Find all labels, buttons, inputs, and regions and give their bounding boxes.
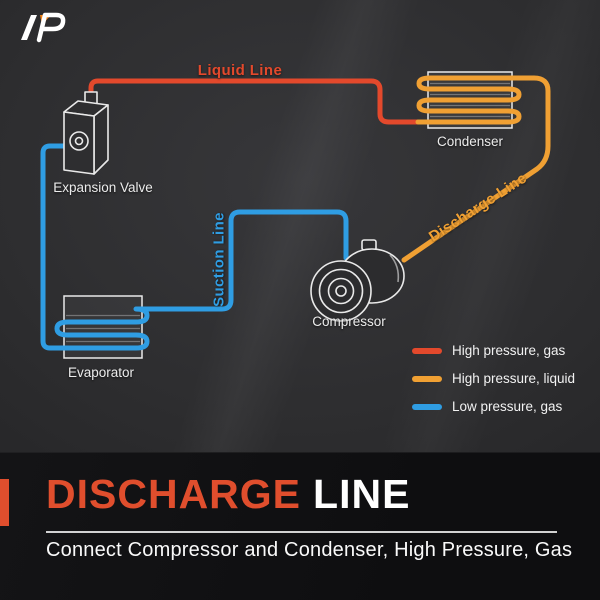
legend-label: High pressure, gas xyxy=(452,343,566,358)
suction-line-label: Suction Line xyxy=(210,212,228,307)
ac-system-diagram xyxy=(40,71,551,359)
legend-item-high-pressure-gas: High pressure, gas xyxy=(412,343,575,358)
compressor-label: Compressor xyxy=(312,314,386,329)
compressor-drawing xyxy=(310,239,405,322)
blue-line-swatch-icon xyxy=(412,403,442,410)
legend-item-low-pressure-gas: Low pressure, gas xyxy=(412,399,575,414)
page-title-rest: LINE xyxy=(313,471,411,517)
brand-logo-icon xyxy=(18,12,78,44)
accent-bar xyxy=(0,479,9,526)
legend-label: High pressure, liquid xyxy=(452,371,576,386)
liquid-line-label: Liquid Line xyxy=(197,62,283,79)
liquid-line-path xyxy=(88,78,421,125)
discharge-line-path xyxy=(401,75,551,263)
page-subtitle: Connect Compressor and Condenser, High P… xyxy=(46,539,573,561)
divider-rule xyxy=(46,531,557,533)
legend: High pressure, gas High pressure, liquid… xyxy=(412,343,575,427)
legend-label: Low pressure, gas xyxy=(452,399,563,414)
condenser-label: Condenser xyxy=(436,134,504,149)
red-line-swatch-icon xyxy=(412,347,442,354)
expansion-valve-label: Expansion Valve xyxy=(53,180,153,195)
page-title-accent: DISCHARGE xyxy=(46,471,302,517)
orange-line-swatch-icon xyxy=(412,375,442,382)
expansion-valve-drawing xyxy=(63,91,109,175)
evaporator-label: Evaporator xyxy=(67,365,135,380)
suction-line-path xyxy=(40,143,349,351)
legend-item-high-pressure-liquid: High pressure, liquid xyxy=(412,371,575,386)
